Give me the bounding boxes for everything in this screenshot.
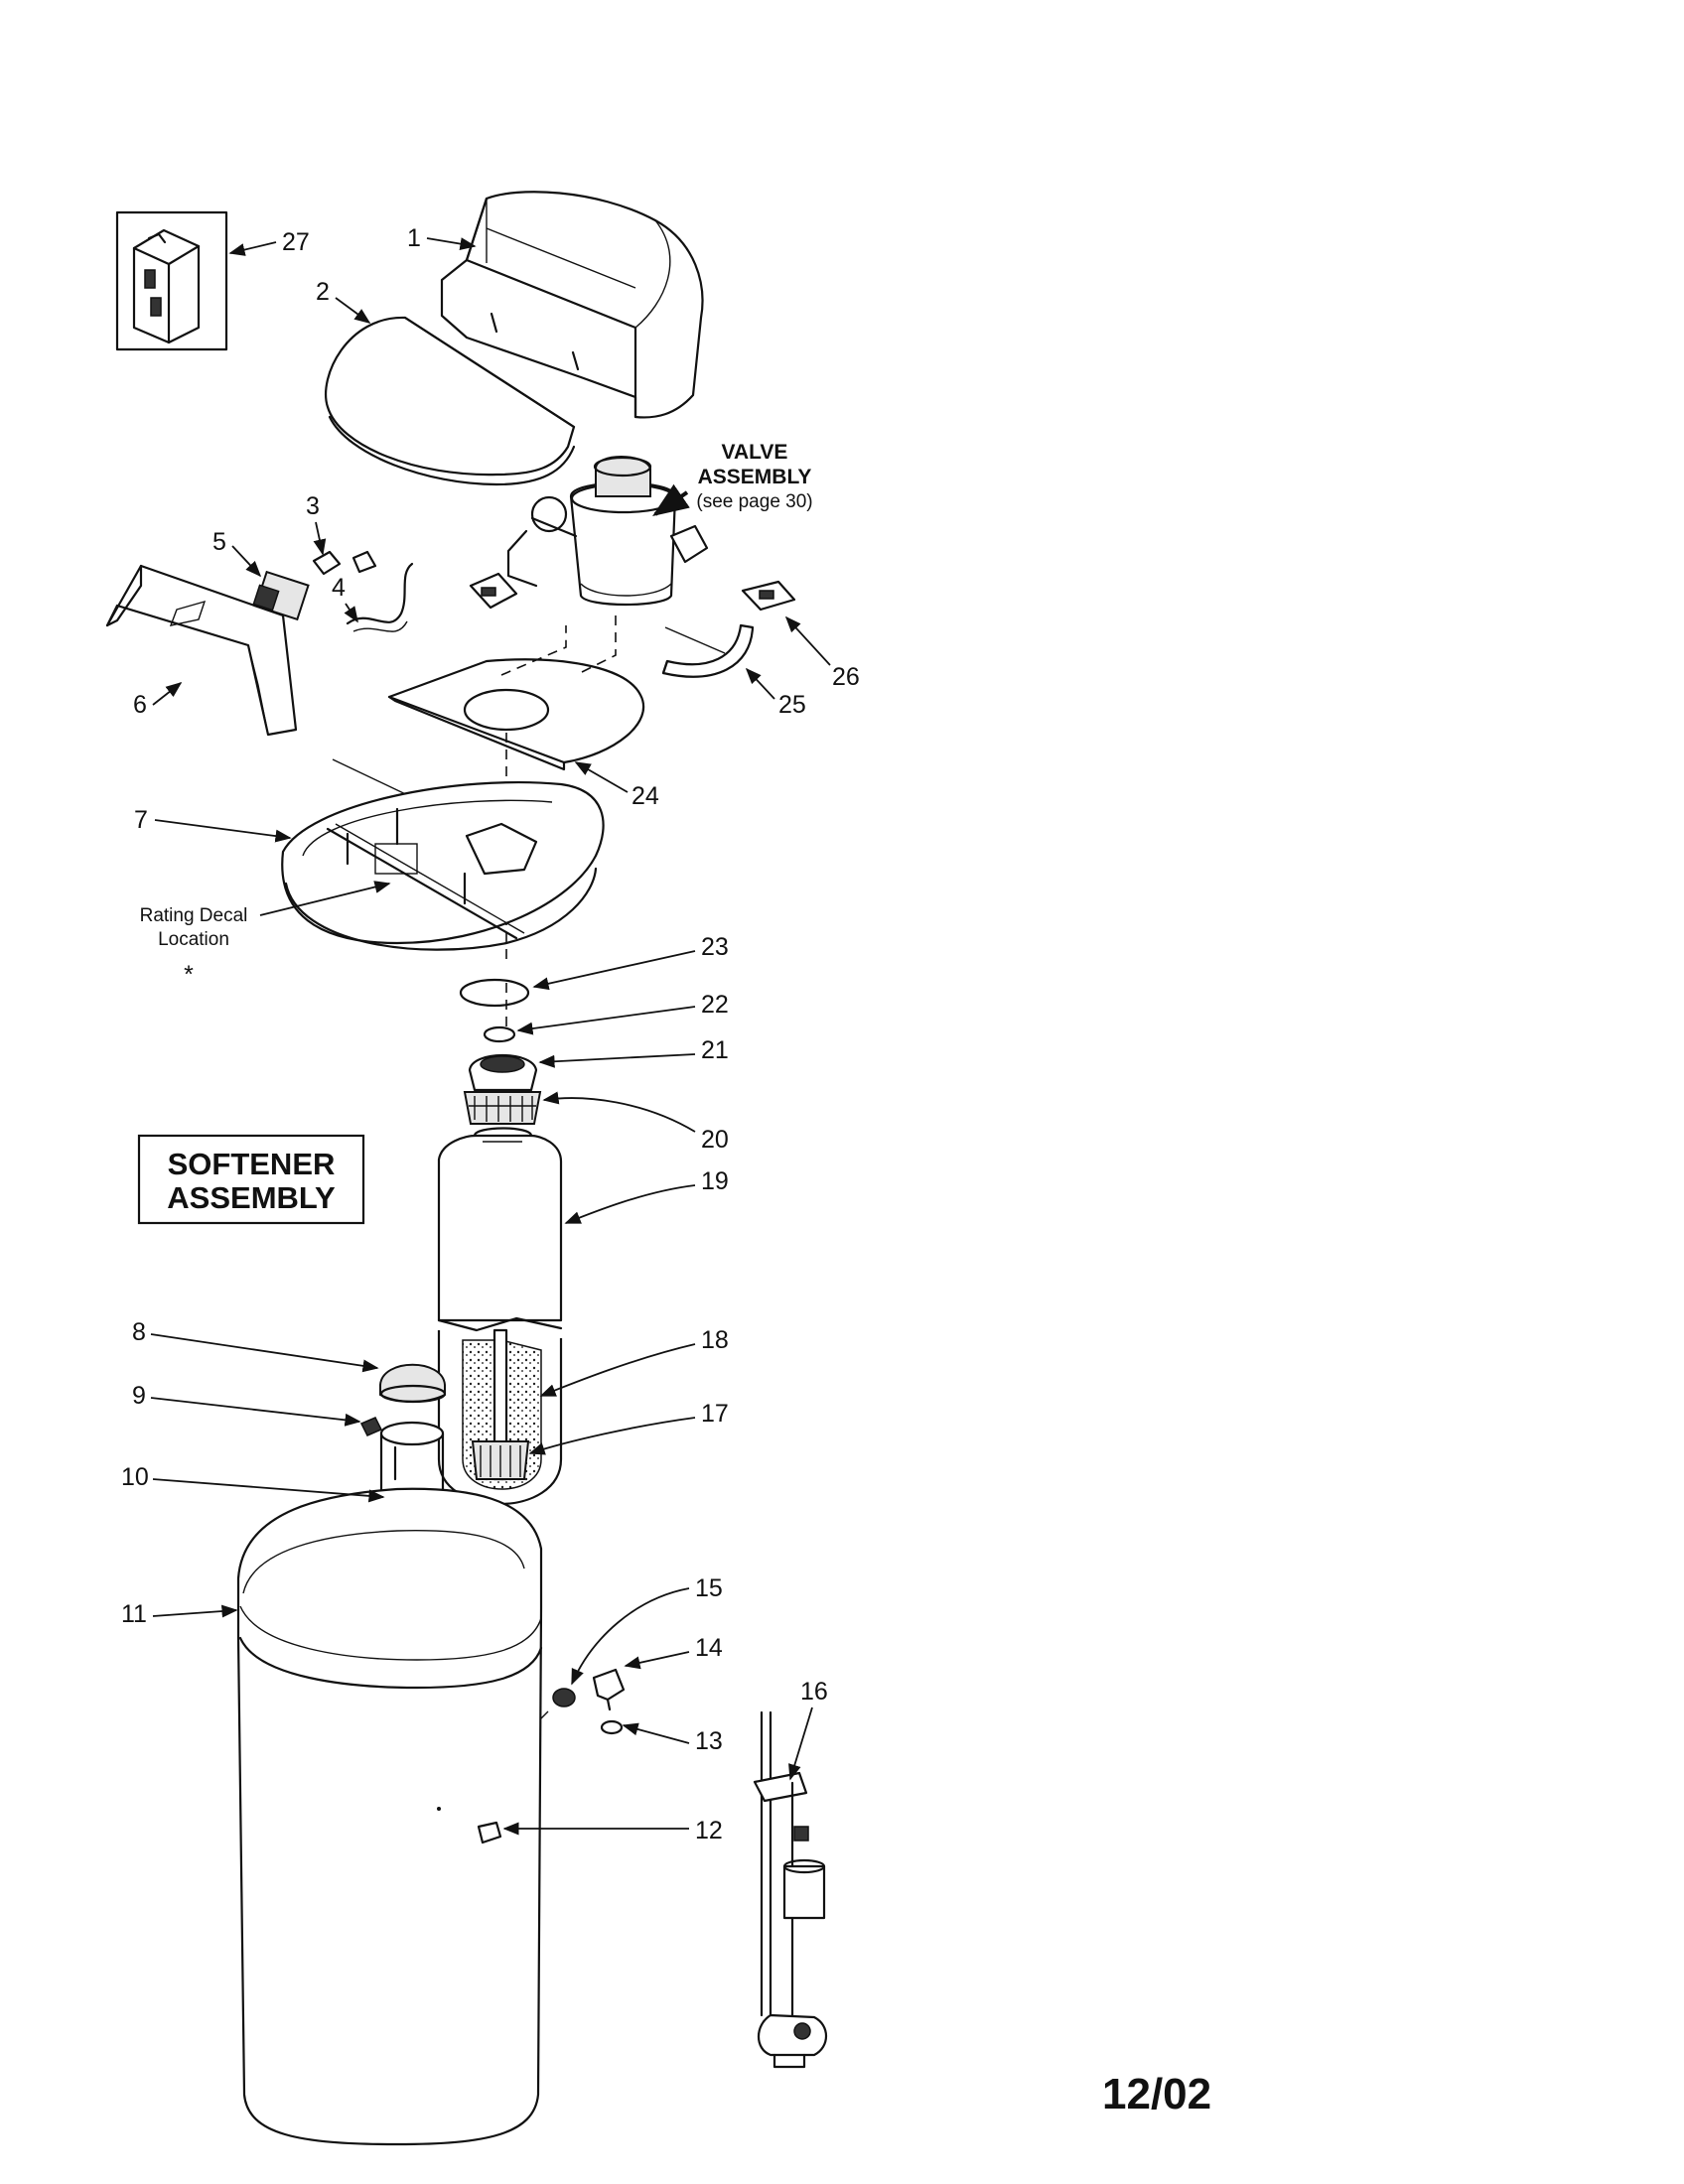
svg-text:5: 5 [212, 528, 226, 556]
svg-text:17: 17 [701, 1400, 729, 1428]
svg-text:20: 20 [701, 1126, 729, 1154]
callout-22: 22 [516, 991, 729, 1035]
svg-text:27: 27 [282, 228, 310, 256]
callout-17: 17 [528, 1400, 729, 1455]
part-8-cap [379, 1363, 447, 1404]
svg-text:19: 19 [701, 1167, 729, 1195]
callout-12: 12 [502, 1817, 723, 1844]
svg-text:24: 24 [632, 782, 659, 810]
callout-10: 10 [121, 1463, 385, 1503]
part-26-clip [741, 580, 796, 612]
part-25-bracket [661, 623, 755, 678]
svg-text:6: 6 [133, 691, 147, 719]
svg-text:4: 4 [332, 574, 346, 602]
part-21-distributor [468, 1054, 538, 1092]
callout-1: 1 [407, 224, 477, 252]
svg-text:2: 2 [316, 278, 330, 306]
callout-7: 7 [134, 806, 292, 843]
part-3-switch [312, 550, 377, 576]
callout-13: 13 [622, 1722, 723, 1755]
part-24-gasket [387, 658, 645, 771]
part-11-salt-tank [236, 1487, 543, 2146]
part-20-screen [463, 1091, 542, 1125]
part-5-circuit-board [252, 570, 310, 621]
valve-label-line-3: (see page 30) [696, 491, 812, 512]
part-1-cover [440, 191, 704, 419]
svg-text:13: 13 [695, 1727, 723, 1755]
svg-text:23: 23 [701, 933, 729, 961]
svg-text:15: 15 [695, 1574, 723, 1602]
svg-text:18: 18 [701, 1326, 729, 1354]
title-box: SOFTENER ASSEMBLY [137, 1134, 365, 1225]
part-17-bottom-distributor [471, 1328, 530, 1481]
svg-text:14: 14 [695, 1634, 723, 1662]
svg-text:16: 16 [800, 1678, 828, 1706]
valve-label-line-1: VALVE [722, 441, 788, 464]
part-12-overflow-fitting [437, 1807, 502, 1844]
rating-decal-line-2: Location [158, 929, 229, 950]
svg-text:3: 3 [306, 492, 320, 520]
svg-text:26: 26 [832, 663, 860, 691]
part-16-brine-valve [753, 1710, 828, 2069]
callout-6: 6 [133, 681, 183, 719]
svg-text:8: 8 [132, 1318, 146, 1346]
part-9-clip [359, 1417, 383, 1436]
svg-text:22: 22 [701, 991, 729, 1019]
svg-text:9: 9 [132, 1382, 146, 1410]
callout-15: 15 [571, 1574, 723, 1686]
callout-16: 16 [788, 1678, 828, 1781]
part-2-lid [325, 316, 576, 486]
svg-text:25: 25 [778, 691, 806, 719]
callout-21: 21 [538, 1036, 729, 1068]
part-4-wire-harness [346, 562, 414, 632]
callouts: 27 1 2 3 5 4 6 26 25 24 7 23 22 21 20 19… [121, 224, 860, 1844]
title-line-2: ASSEMBLY [167, 1180, 336, 1215]
callout-11: 11 [121, 1600, 238, 1628]
svg-text:12: 12 [695, 1817, 723, 1844]
rating-decal-line-1: Rating Decal [140, 905, 248, 926]
callout-25: 25 [745, 667, 806, 719]
callout-18: 18 [539, 1326, 729, 1397]
callout-14: 14 [624, 1634, 723, 1670]
part-valve-bracket [469, 572, 518, 610]
callout-23: 23 [532, 933, 729, 991]
svg-text:10: 10 [121, 1463, 149, 1491]
part-14-elbow [592, 1668, 626, 1711]
part-23-oring [459, 978, 530, 1008]
callout-24: 24 [574, 761, 659, 810]
svg-text:1: 1 [407, 224, 421, 252]
callout-26: 26 [784, 615, 860, 691]
callout-5: 5 [212, 528, 262, 578]
callout-20: 20 [542, 1091, 729, 1154]
part-7-tank-rim [281, 781, 605, 951]
rating-decal-label: Rating Decal Location * [140, 881, 391, 989]
callout-3: 3 [306, 492, 327, 556]
callout-4: 4 [332, 574, 358, 623]
callout-27: 27 [228, 228, 310, 256]
valve-label-line-2: ASSEMBLY [698, 466, 812, 488]
callout-8: 8 [132, 1318, 379, 1373]
part-13-clamp [600, 1719, 624, 1735]
part-27-transformer [115, 210, 228, 351]
rating-decal-mark: * [184, 961, 194, 989]
title-line-1: SOFTENER [168, 1147, 336, 1181]
svg-text:7: 7 [134, 806, 148, 834]
part-22-oring [483, 1025, 516, 1043]
svg-text:21: 21 [701, 1036, 729, 1064]
date-code: 12/02 [1102, 2070, 1211, 2118]
callout-2: 2 [316, 278, 371, 324]
svg-text:11: 11 [121, 1600, 147, 1628]
valve-assembly-label: VALVE ASSEMBLY (see page 30) [652, 441, 813, 517]
callout-9: 9 [132, 1382, 361, 1427]
part-15-grommet [539, 1688, 576, 1720]
part-6-panel-housing [105, 564, 298, 737]
valve-assembly [506, 456, 709, 607]
callout-19: 19 [564, 1167, 729, 1224]
